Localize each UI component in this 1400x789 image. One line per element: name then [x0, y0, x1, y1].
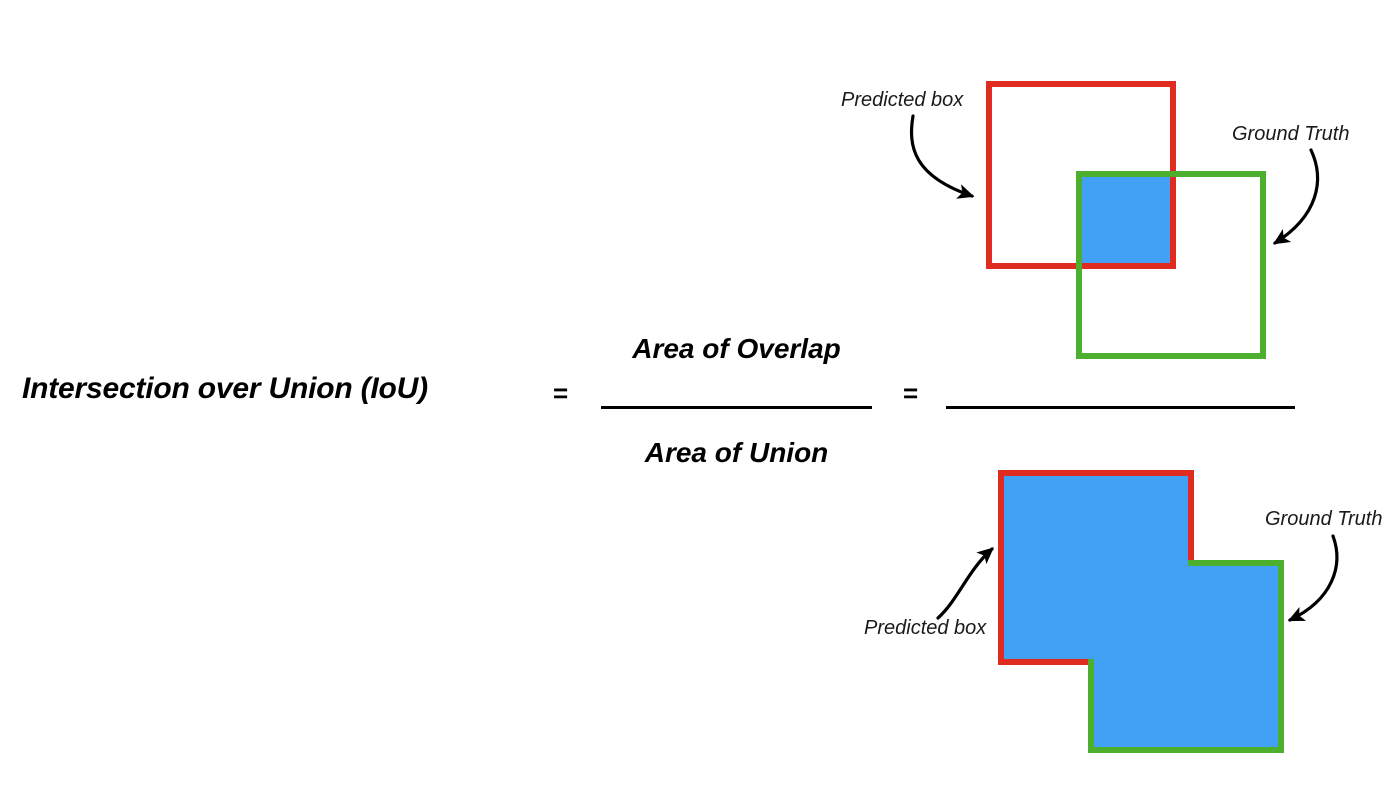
arrow-predicted-box-bottom [936, 547, 994, 620]
arrow-ground-truth-top [1272, 148, 1320, 245]
union-ground-truth-outline [1088, 560, 1284, 753]
label-ground-truth-top: Ground Truth [1232, 123, 1350, 145]
page-title: Intersection over Union (IoU) [22, 372, 428, 405]
fraction-numerator-area-of-overlap: Area of Overlap [632, 333, 841, 364]
union-fill-polygon [1001, 473, 1281, 750]
union-predicted-outline [998, 470, 1194, 665]
overlap-area-fill [1082, 177, 1170, 263]
label-predicted-box-top: Predicted box [841, 89, 964, 111]
fraction-bar-2 [946, 406, 1295, 409]
fraction-bar-1 [601, 406, 872, 409]
label-predicted-box-bottom: Predicted box [864, 617, 987, 639]
label-ground-truth-bottom: Ground Truth [1265, 508, 1383, 530]
arrow-predicted-box-top [909, 114, 975, 199]
equals-sign-1: = [553, 378, 569, 408]
equals-sign-2: = [903, 378, 919, 408]
ground-truth-box-outline-top [1076, 171, 1266, 359]
fraction-denominator-area-of-union: Area of Union [644, 437, 829, 468]
arrow-ground-truth-bottom [1287, 534, 1339, 622]
